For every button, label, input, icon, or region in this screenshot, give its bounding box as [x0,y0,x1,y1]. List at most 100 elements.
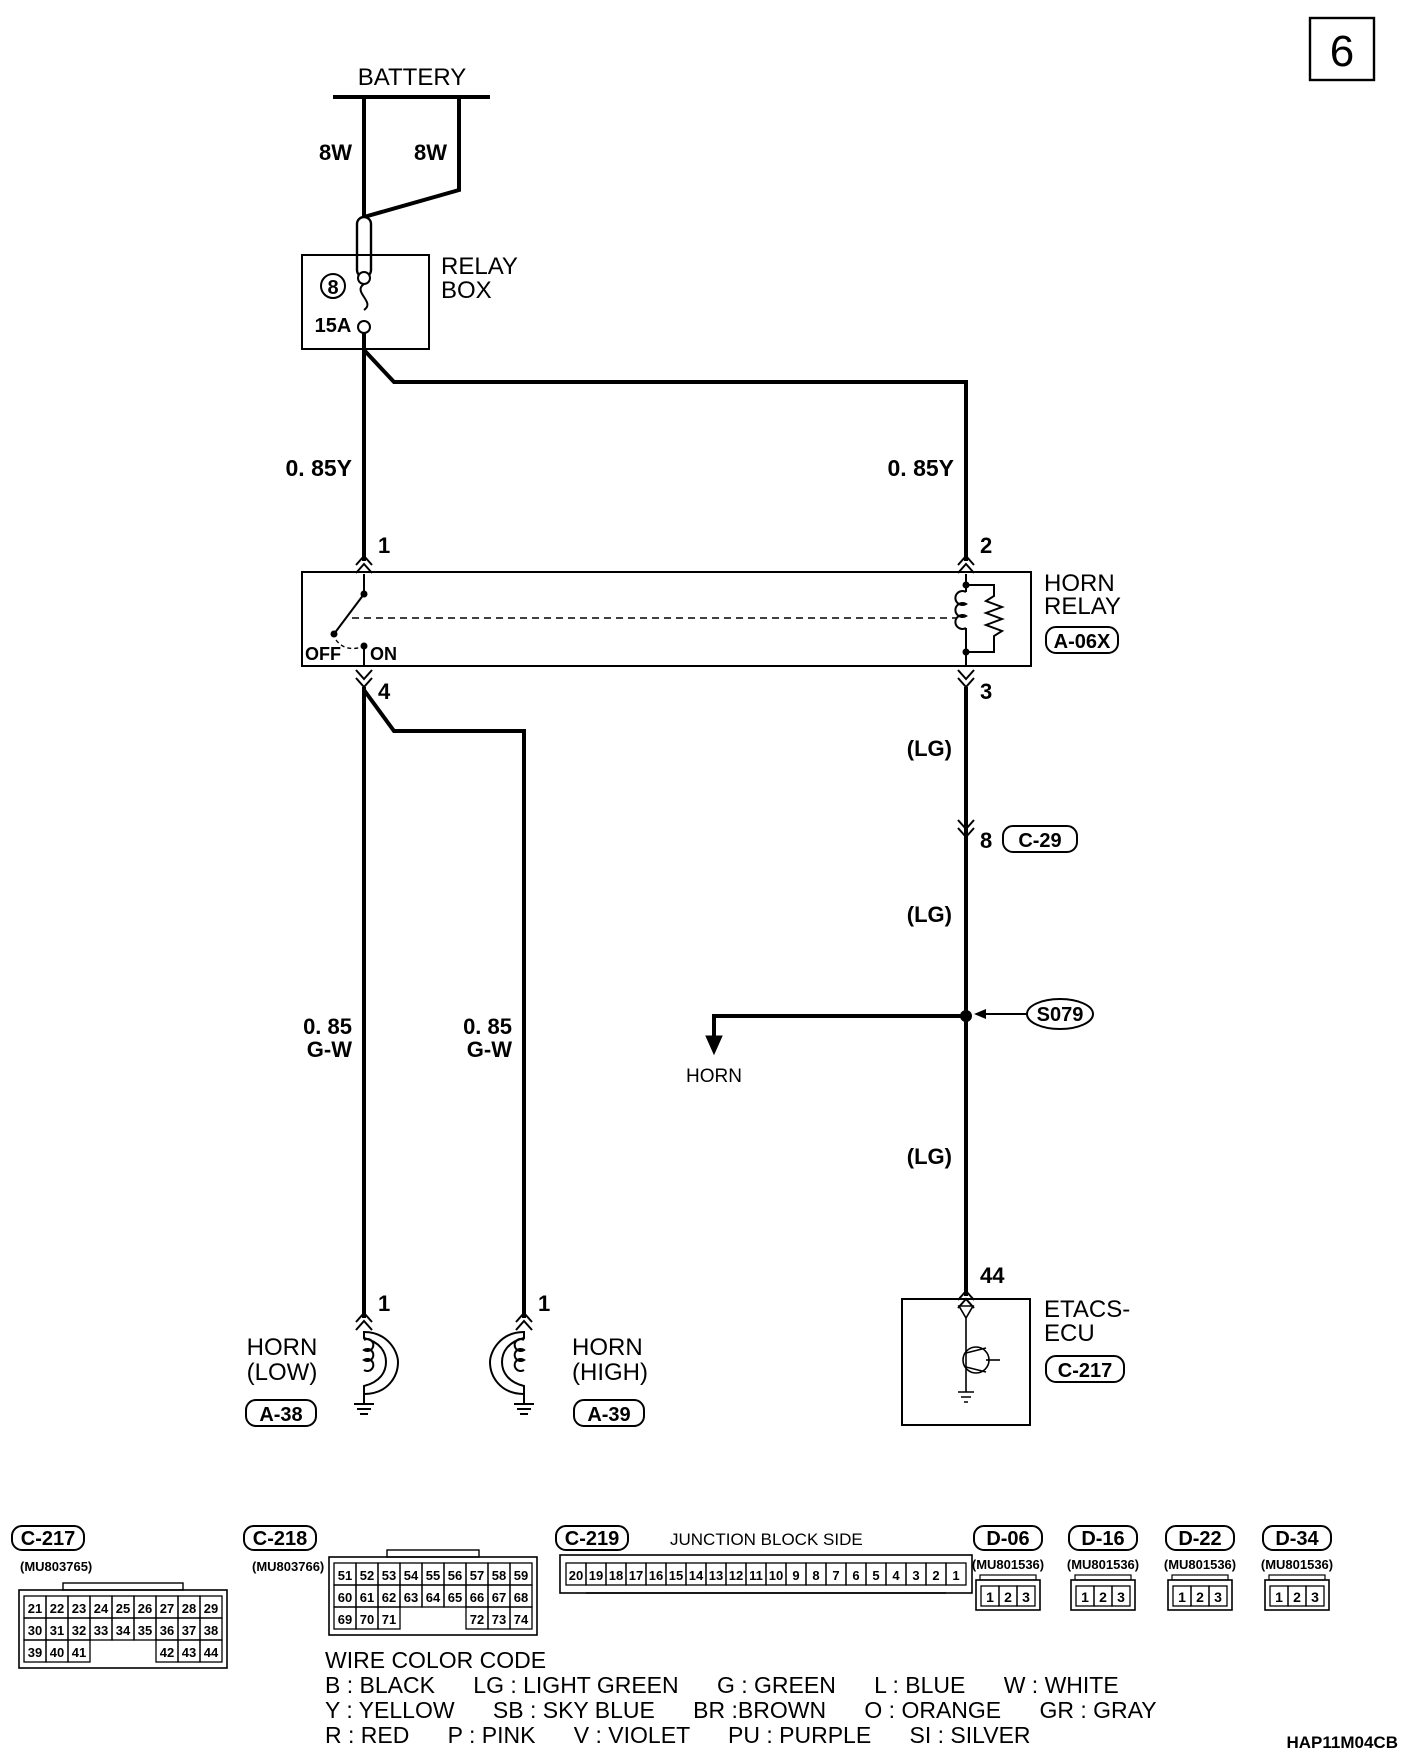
horn-high-label-2: (HIGH) [572,1359,648,1386]
d-34-tag [1262,1525,1332,1551]
d-34-cavity [1305,1585,1325,1607]
etacs-input-triangle [957,1305,975,1320]
resistor-icon [966,584,1005,653]
c217-pin: 36 [160,1623,174,1638]
horn-high-coil-icon [513,1338,526,1372]
horn-low-label-1: HORN [247,1334,318,1361]
c217-pin: 25 [116,1601,130,1616]
color-code-title: WIRE COLOR CODE [325,1647,546,1673]
c217-pin: 39 [28,1645,42,1660]
c218-id: C-218 [253,1528,307,1550]
wire-high-color: G-W [467,1037,512,1062]
d-06-tag [973,1525,1043,1551]
pin3-arrow [957,669,975,689]
d-06-cavity [1016,1585,1036,1607]
c29-connector-tag [1002,825,1078,853]
c218-pin: 72 [470,1612,484,1627]
horn-relay-label-1: HORN [1044,570,1115,597]
d-22-key [1171,1574,1229,1581]
c219-pin: 11 [749,1568,763,1583]
wire-right-y [362,348,968,561]
c217-pin: 23 [72,1601,86,1616]
c217-pin: 43 [182,1645,196,1660]
c219-pin: 1 [952,1568,959,1583]
diagram-code: HAP11M04CB [1287,1733,1399,1752]
horn-low-pin: 1 [378,1291,390,1316]
horn-high-connector-tag [573,1399,645,1427]
c217-cavity [199,1639,223,1663]
c218-pin: 71 [382,1612,396,1627]
c219-pin: 17 [629,1568,643,1583]
c218-cavity [377,1606,401,1630]
horn-relay-connector-tag [1045,626,1119,654]
c218-pin: 62 [382,1590,396,1605]
d-16-id: D-16 [1081,1528,1124,1550]
switch-on-label: ON [370,644,397,664]
color-code-line-1: B : BLACK LG : LIGHT GREEN G : GREEN L :… [325,1672,1119,1698]
etacs-ground-icon [958,1391,974,1403]
switch-blade [333,593,365,635]
d-22-cavity [1208,1585,1228,1607]
d-22-pin: 3 [1214,1589,1222,1605]
c219-side-label: JUNCTION BLOCK SIDE [670,1530,863,1549]
relay-box-label-2: BOX [441,277,492,304]
d-16-part: (MU801536) [1067,1557,1139,1572]
horn-high-connector: A-39 [587,1404,630,1426]
horn-relay-label-2: RELAY [1044,593,1121,620]
wire-horn-high [362,688,526,1318]
c218-pin: 61 [360,1590,374,1605]
d-16-pin: 2 [1099,1589,1107,1605]
color-code-line-3: R : RED P : PINK V : VIOLET PU : PURPLE … [325,1722,1031,1748]
etacs-connector: C-217 [1058,1360,1112,1382]
c219-pin: 13 [709,1568,723,1583]
c219-cavity [945,1562,967,1586]
c217-key [62,1582,184,1591]
horn-branch-label: HORN [686,1066,742,1087]
c218-pin: 55 [426,1568,440,1583]
page-number: 6 [1330,27,1354,76]
d-22-part: (MU801536) [1164,1557,1236,1572]
horn-low-icon [363,1330,400,1396]
c219-pin: 2 [932,1568,939,1583]
c218-pin: 60 [338,1590,352,1605]
horn-high-ground-icon [514,1403,534,1415]
d-34-pin: 3 [1311,1589,1319,1605]
c218-pin: 63 [404,1590,418,1605]
page-number-box [1308,16,1376,82]
switch-dot-off [330,630,338,638]
etacs-connector-tag [1045,1355,1125,1383]
wire-high-gauge: 0. 85 [463,1014,512,1039]
horn-low-ground-icon [354,1403,374,1415]
c219-pin: 15 [669,1568,683,1583]
c219-pin: 12 [729,1568,743,1583]
switch-on-arc [335,639,363,650]
c218-pin: 65 [448,1590,462,1605]
c217-pin: 42 [160,1645,174,1660]
d-16-tag [1068,1525,1138,1551]
c218-key [386,1549,480,1558]
d-34-pin: 1 [1275,1589,1283,1605]
d-06-pin: 2 [1004,1589,1012,1605]
c217-pin: 33 [94,1623,108,1638]
d-34-key [1268,1574,1326,1581]
horn-high-pin-arrow [515,1311,533,1331]
horn-relay-pin3: 3 [980,679,992,704]
c218-pin: 56 [448,1568,462,1583]
wire-8w-right: 8W [414,140,447,165]
c217-pin: 34 [116,1623,131,1638]
c218-pin: 52 [360,1568,374,1583]
c217-pin: 32 [72,1623,86,1638]
fuse-rating: 15A [315,315,352,337]
horn-low-coil-icon [362,1338,375,1372]
c217-pin: 40 [50,1645,64,1660]
c217-pin: 44 [204,1645,219,1660]
horn-relay-pin4: 4 [378,679,391,704]
etacs-label-2: ECU [1044,1320,1095,1347]
c218-pin: 51 [338,1568,352,1583]
c219-tag [555,1525,629,1551]
c217-pin: 38 [204,1623,218,1638]
etacs-label-1: ETACS- [1044,1296,1130,1323]
wire-low-gauge: 0. 85 [303,1014,352,1039]
wire-low-color: G-W [307,1037,352,1062]
